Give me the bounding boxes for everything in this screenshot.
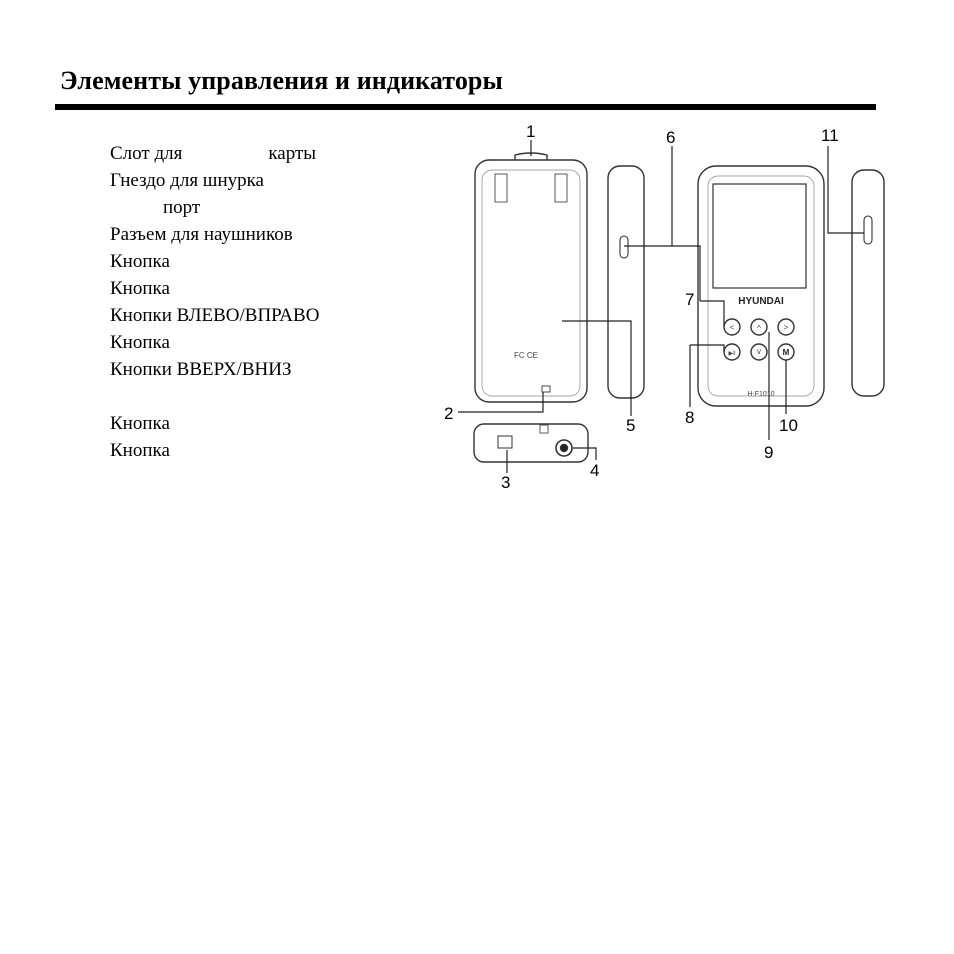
device-right-side xyxy=(851,169,885,397)
list-item: порт xyxy=(163,197,201,218)
page-title: Элементы управления и индикаторы xyxy=(60,66,503,95)
callout-8: 8 xyxy=(685,408,694,427)
callout-6: 6 xyxy=(666,128,675,147)
list-item: Кнопка xyxy=(110,413,170,434)
headphone-jack xyxy=(555,439,573,457)
cert-marks: FC CE xyxy=(514,351,538,360)
callout-4: 4 xyxy=(590,461,599,480)
device-bottom-view xyxy=(473,423,589,463)
list-item: Слот для карты xyxy=(110,140,316,167)
up-symbol: ^ xyxy=(757,324,761,333)
device-diagram: HYUNDAI H-F1010 FC CE < ^ > ▶‖ v M 1 2 3… xyxy=(444,122,885,492)
right-button xyxy=(777,318,795,336)
callout-11: 11 xyxy=(821,126,839,145)
screen xyxy=(712,183,807,289)
callout-7: 7 xyxy=(685,290,694,309)
callout-5: 5 xyxy=(626,416,635,435)
left-symbol: < xyxy=(730,323,735,332)
down-symbol: v xyxy=(757,347,761,356)
list-item: Кнопка xyxy=(110,278,170,299)
callout-1: 1 xyxy=(526,122,535,141)
list-item: Кнопка xyxy=(110,440,170,461)
callout-9: 9 xyxy=(764,443,773,462)
down-button xyxy=(750,343,768,361)
side-switch xyxy=(619,235,629,259)
brand-label: HYUNDAI xyxy=(738,296,784,307)
play-symbol: ▶‖ xyxy=(728,351,735,357)
list-item: Кнопки ВВЕРХ/ВНИЗ xyxy=(110,359,292,380)
list-item: Гнездо для шнурка xyxy=(110,170,264,191)
list-item: Разъем для наушников xyxy=(110,224,293,245)
model-label: H-F1010 xyxy=(747,391,774,398)
right-symbol: > xyxy=(784,323,789,332)
list-item-text: Слот для xyxy=(110,143,183,164)
device-front-view xyxy=(697,165,825,407)
usb-port xyxy=(497,435,513,449)
hold-switch xyxy=(863,215,873,245)
left-button xyxy=(723,318,741,336)
device-back-view xyxy=(474,159,588,403)
device-left-side xyxy=(607,165,645,399)
lanyard-slot xyxy=(541,385,551,393)
up-button xyxy=(750,318,768,336)
menu-symbol: M xyxy=(783,348,790,357)
callout-3: 3 xyxy=(501,473,510,492)
title-rule xyxy=(55,104,876,110)
callout-2: 2 xyxy=(444,404,453,423)
list-item-text: карты xyxy=(268,143,317,164)
callout-10: 10 xyxy=(779,416,798,435)
list-item: Кнопка xyxy=(110,251,170,272)
list-item: Кнопки ВЛЕВО/ВПРАВО xyxy=(110,305,320,326)
list-item: Кнопка xyxy=(110,332,170,353)
